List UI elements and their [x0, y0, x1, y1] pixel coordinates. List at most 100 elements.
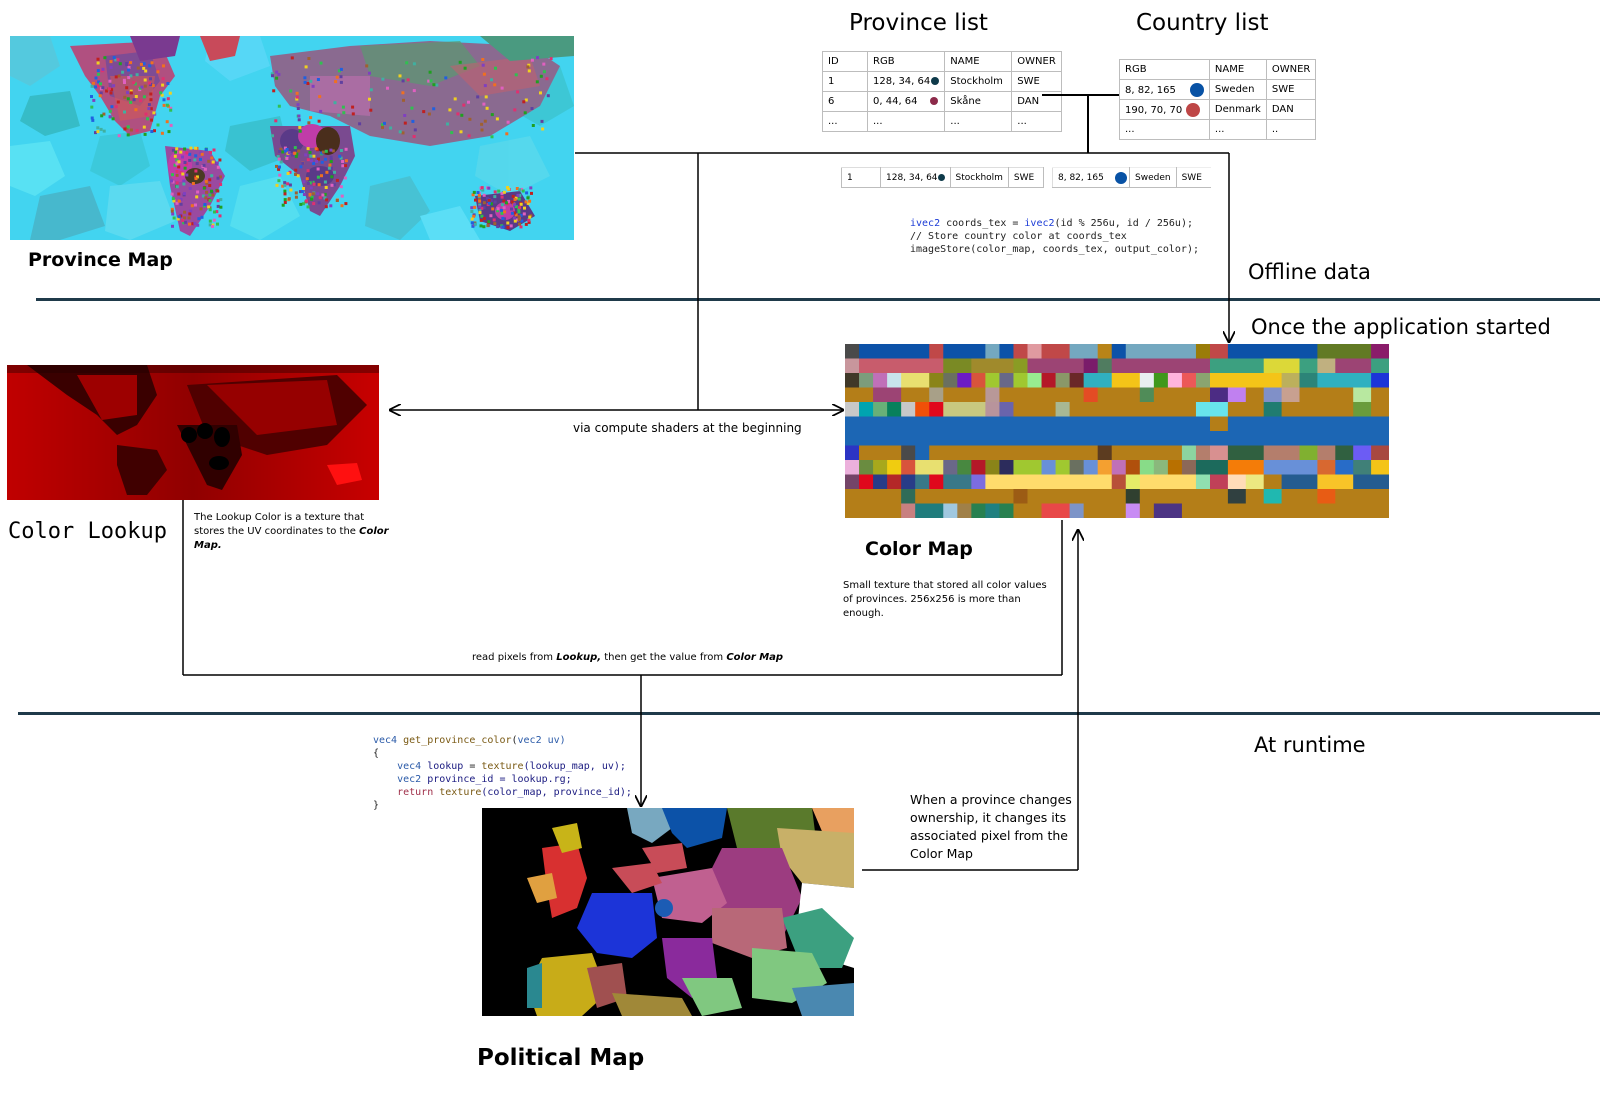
- province-speck: [277, 167, 281, 171]
- province-speck: [525, 191, 529, 195]
- province-speck: [110, 88, 114, 92]
- color-map-cell: [1281, 431, 1301, 447]
- header-cell: NAME: [1208, 59, 1267, 80]
- province-speck: [329, 148, 333, 152]
- province-speck: [205, 190, 209, 194]
- province-speck: [523, 111, 527, 115]
- color-map-cell: [1210, 373, 1229, 389]
- province-speck: [339, 185, 343, 189]
- desc-text: The Lookup Color is a texture that store…: [194, 512, 365, 537]
- color-map-cell: [1153, 474, 1169, 490]
- color-map-cell: [1335, 503, 1354, 519]
- province-speck: [319, 109, 323, 113]
- province-speck: [150, 130, 154, 133]
- province-speck: [129, 74, 133, 78]
- province-speck: [142, 66, 146, 70]
- province-speck: [116, 100, 120, 104]
- color-map-description: Small texture that stored all color valu…: [843, 580, 1047, 619]
- color-map-cell: [859, 460, 874, 476]
- province-speck: [182, 179, 186, 183]
- color-map-cell: [887, 474, 902, 490]
- province-speck: [133, 82, 137, 86]
- color-map-cell: [845, 489, 860, 505]
- color-map-cell: [957, 416, 972, 432]
- color-map-cell: [1353, 387, 1372, 403]
- color-map-cell: [985, 402, 1001, 418]
- province-speck: [287, 197, 291, 201]
- color-map-cell: [929, 387, 944, 403]
- province-speck: [278, 165, 281, 169]
- province-speck: [482, 72, 486, 76]
- color-map-cell: [1210, 431, 1229, 447]
- province-speck: [299, 165, 303, 169]
- color-map-cell: [943, 474, 958, 490]
- color-map-cell: [1210, 460, 1229, 476]
- province-speck: [339, 80, 343, 84]
- color-map-cell: [1153, 373, 1169, 389]
- province-speck: [208, 219, 212, 223]
- color-map-cell: [1139, 489, 1155, 505]
- province-speck: [444, 76, 448, 80]
- province-speck: [506, 120, 510, 124]
- color-map-cell: [971, 503, 986, 519]
- province-speck: [518, 188, 522, 192]
- province-speck: [403, 114, 407, 117]
- code-token: return: [397, 787, 434, 798]
- province-speck: [188, 186, 192, 190]
- province-speck: [211, 160, 215, 164]
- province-speck: [307, 57, 311, 60]
- color-map-cell: [1083, 503, 1099, 519]
- province-speck: [191, 182, 195, 185]
- code-token: vec4: [397, 761, 422, 772]
- color-map-cell: [1227, 373, 1247, 389]
- color-map-cell: [1041, 445, 1057, 461]
- province-speck: [318, 95, 322, 99]
- province-speck: [500, 203, 504, 207]
- color-map-cell: [1353, 445, 1372, 461]
- province-speck: [506, 225, 510, 229]
- province-speck: [306, 158, 310, 162]
- color-map-cell: [1111, 460, 1127, 476]
- province-speck: [493, 190, 497, 194]
- province-speck: [216, 176, 220, 180]
- color-map-cell: [1335, 402, 1354, 418]
- color-map-cell: [1013, 358, 1029, 374]
- color-map-cell: [1041, 474, 1057, 490]
- province-speck: [493, 200, 497, 204]
- province-speck: [283, 183, 287, 187]
- color-map-cell: [873, 344, 888, 360]
- province-speck: [283, 189, 287, 193]
- color-map-cell: [1281, 344, 1301, 360]
- color-map-cell: [929, 489, 944, 505]
- color-map-label: Color Map: [865, 538, 973, 560]
- province-speck: [162, 103, 166, 107]
- province-speck: [521, 189, 525, 193]
- color-map-cell: [1195, 489, 1211, 505]
- color-map-cell: [901, 489, 916, 505]
- color-map-cell: [1195, 474, 1211, 490]
- color-map-cell: [1371, 489, 1390, 505]
- color-map-cell: [1195, 431, 1211, 447]
- province-speck: [207, 159, 211, 163]
- province-speck: [188, 212, 192, 216]
- color-map-cell: [1083, 460, 1099, 476]
- province-speck: [190, 204, 194, 208]
- province-speck: [401, 131, 405, 135]
- province-speck: [175, 158, 179, 162]
- color-map-cell: [1299, 489, 1318, 505]
- color-map-cell: [901, 416, 916, 432]
- province-speck: [297, 118, 301, 122]
- province-speck: [412, 89, 416, 93]
- province-speck: [296, 174, 300, 178]
- color-map-cell: [1227, 387, 1247, 403]
- province-speck: [122, 78, 126, 82]
- color-lookup-render: [7, 365, 379, 500]
- color-map-cell: [1210, 416, 1229, 432]
- province-speck: [335, 75, 339, 79]
- province-speck: [494, 66, 497, 70]
- province-speck: [281, 203, 285, 207]
- province-speck: [97, 84, 101, 88]
- color-map-cell: [957, 489, 972, 505]
- color-map-cell: [1227, 358, 1247, 374]
- province-speck: [283, 201, 287, 204]
